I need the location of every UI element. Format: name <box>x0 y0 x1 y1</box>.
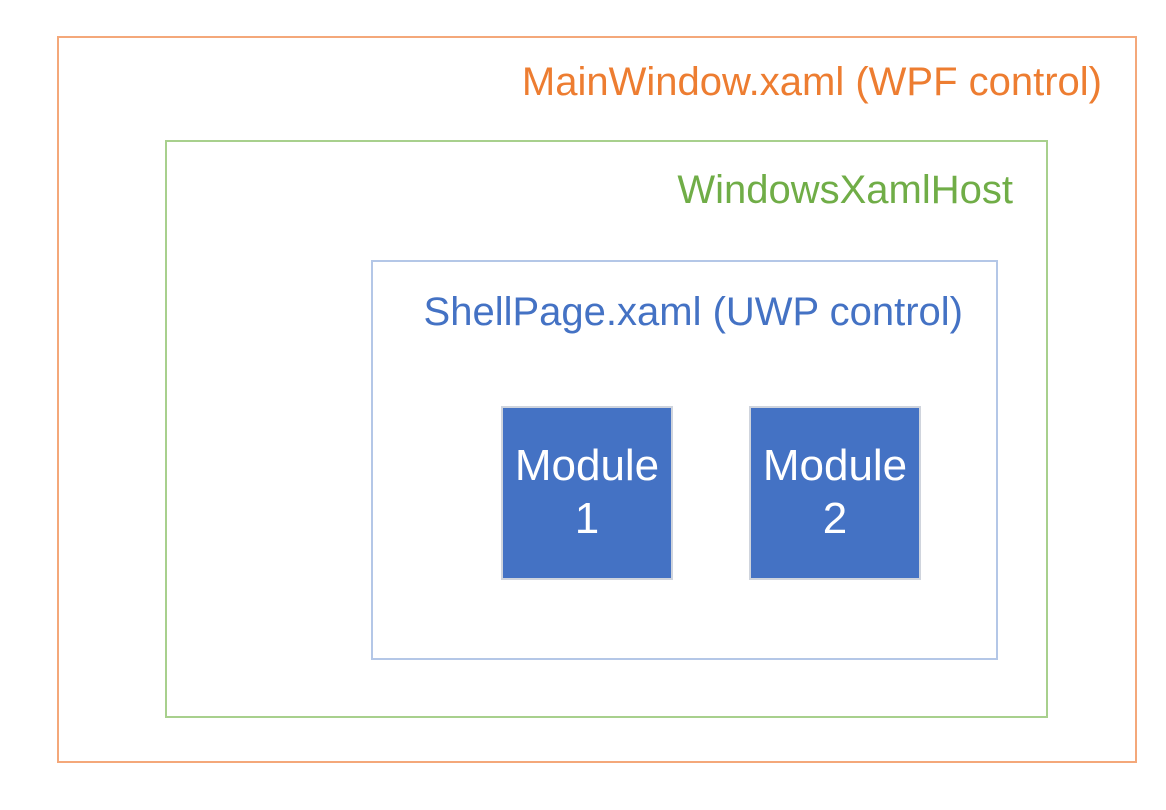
xaml-host-label: WindowsXamlHost <box>677 168 1013 212</box>
module-2-label-line2: 2 <box>822 494 848 543</box>
main-window-box: MainWindow.xaml (WPF control) WindowsXam… <box>57 36 1137 763</box>
main-window-label: MainWindow.xaml (WPF control) <box>521 60 1102 104</box>
xaml-host-box: WindowsXamlHost ShellPage.xaml (UWP cont… <box>165 140 1048 718</box>
module-1-label-line1: Module <box>514 441 660 491</box>
module-2-label-line1: Module <box>762 441 908 491</box>
module-1-label-line2: 1 <box>574 494 600 543</box>
shell-page-label: ShellPage.xaml (UWP control) <box>423 290 963 334</box>
module-1-box: Module 1 <box>501 406 673 580</box>
shell-page-box: ShellPage.xaml (UWP control) Module 1 Mo… <box>371 260 998 660</box>
module-2-box: Module 2 <box>749 406 921 580</box>
